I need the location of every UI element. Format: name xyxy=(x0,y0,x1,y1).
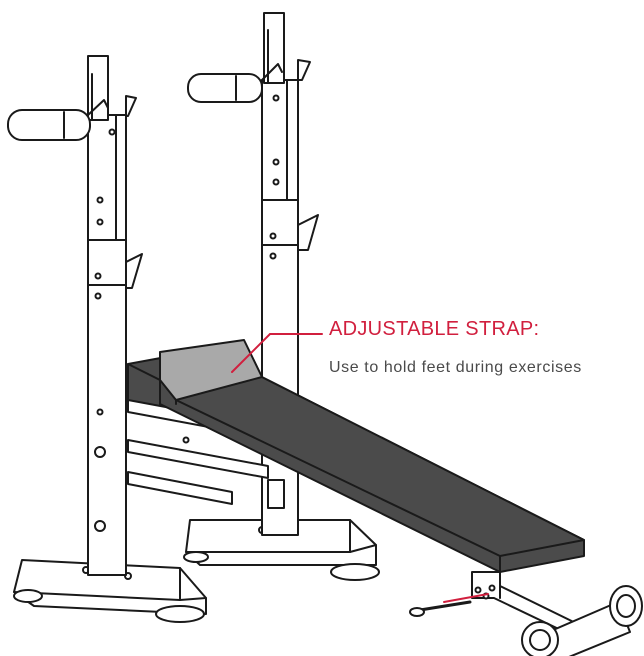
pin-leader-line xyxy=(443,593,489,603)
strap-callout-description: Use to hold feet during exercises xyxy=(329,359,582,376)
left-upright xyxy=(7,55,207,623)
strap-callout-title: ADJUSTABLE STRAP: xyxy=(329,318,540,340)
pull-pin xyxy=(409,600,472,617)
strap-leader-line xyxy=(231,333,323,373)
front-leg xyxy=(471,571,643,656)
adjustable-strap xyxy=(159,339,263,401)
